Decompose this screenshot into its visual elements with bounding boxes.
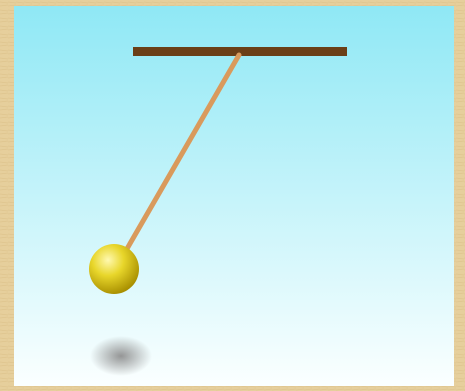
pendulum-bob [89,244,139,294]
bob-shadow [90,336,152,376]
